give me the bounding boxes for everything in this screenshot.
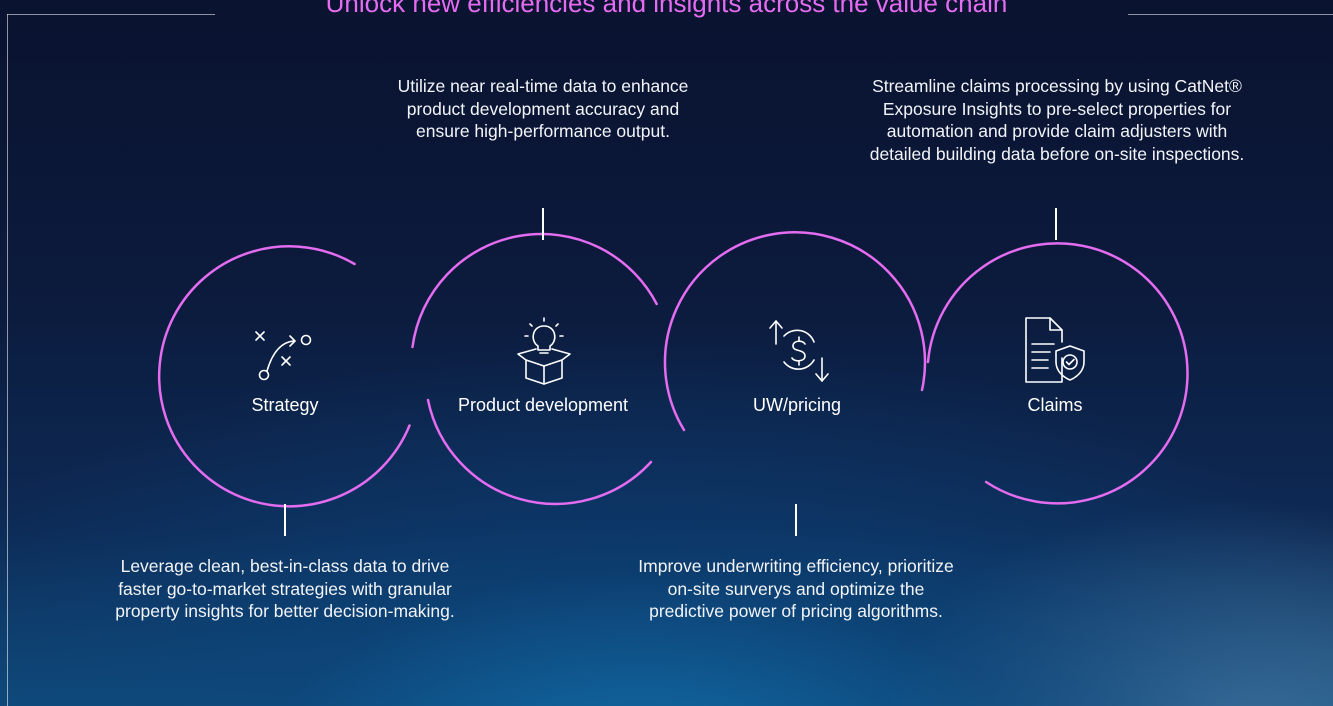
- description-product-development: Utilize near real-time data to enhance p…: [397, 76, 689, 141]
- product-development-lower-arc: [426, 398, 653, 506]
- description-strategy: Leverage clean, best-in-class data to dr…: [115, 556, 455, 621]
- diagram-title: Unlock new efficiencies and insights acr…: [325, 0, 1008, 18]
- frame-line-top-left: [7, 14, 215, 15]
- dollar-exchange-icon: [769, 320, 829, 382]
- strategy-arc: [157, 245, 411, 508]
- strategy-play-icon: [255, 331, 312, 381]
- claims-arc: [926, 242, 1189, 505]
- frame-line-left: [7, 14, 8, 706]
- lightbulb-box-icon: [517, 317, 571, 385]
- node-label-claims: Claims: [1027, 395, 1083, 415]
- product-development-arc: [411, 232, 658, 349]
- node-label-strategy: Strategy: [251, 395, 319, 415]
- node-label-uw-pricing: UW/pricing: [752, 395, 841, 415]
- node-label-product-development: Product development: [457, 395, 629, 415]
- uw-pricing-arc: [663, 231, 927, 432]
- document-shield-icon: [1025, 317, 1085, 383]
- description-uw-pricing: Improve underwriting efficiency, priorit…: [638, 556, 954, 621]
- frame-line-top-right: [1128, 14, 1333, 15]
- description-claims: Streamline claims processing by using Ca…: [869, 76, 1245, 164]
